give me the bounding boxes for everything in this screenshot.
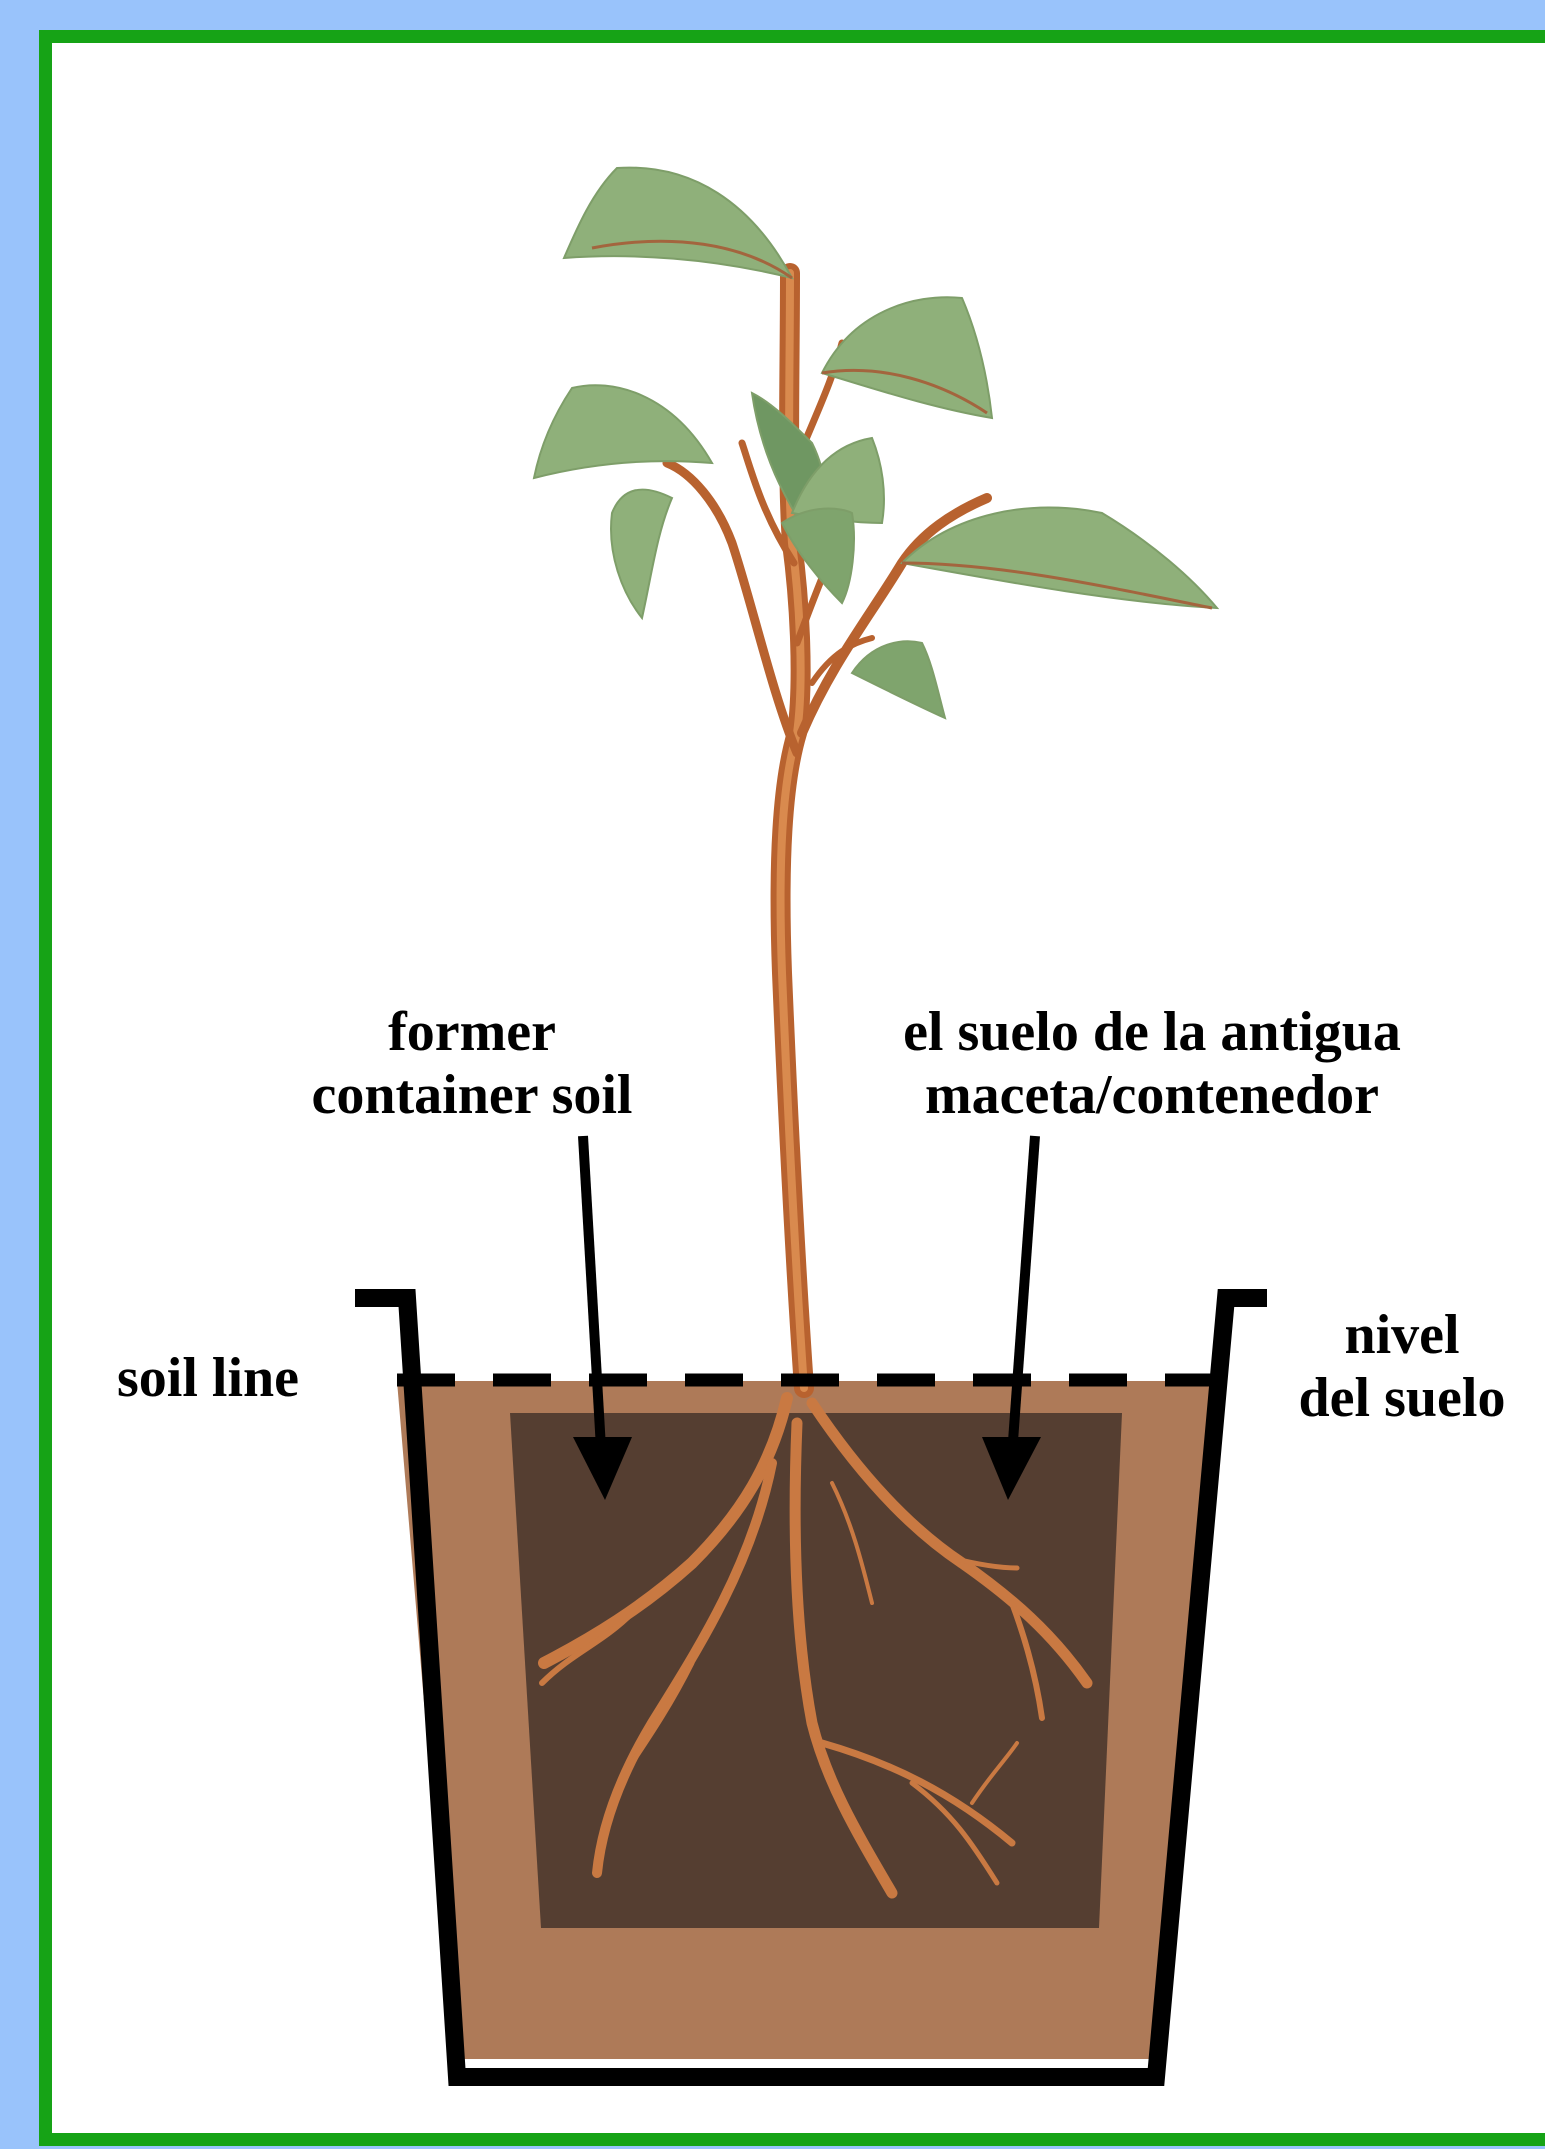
soil-line-label-es-line2: del suelo bbox=[1299, 1367, 1506, 1429]
former-container-soil bbox=[510, 1413, 1122, 1928]
diagram-frame: former container soil el suelo de la ant… bbox=[39, 30, 1545, 2146]
former-soil-label-en-line1: former bbox=[388, 1001, 556, 1063]
former-soil-label-es-line2: maceta/contenedor bbox=[925, 1064, 1379, 1126]
former-soil-label-es-line1: el suelo de la antigua bbox=[903, 1001, 1401, 1063]
leaf-top bbox=[562, 166, 794, 280]
pot-outline bbox=[355, 1289, 1267, 2086]
soil-line-label-es-line1: nivel bbox=[1344, 1304, 1459, 1366]
arrows bbox=[573, 1135, 1041, 1500]
plant-stem bbox=[662, 263, 992, 1398]
leaf-small-right bbox=[850, 640, 947, 720]
arrow-left-shaft bbox=[578, 1135, 608, 1484]
former-soil-label-en-line2: container soil bbox=[312, 1064, 633, 1126]
leaf-upper-right bbox=[820, 296, 994, 420]
arrow-right-head bbox=[982, 1437, 1041, 1500]
leaves bbox=[532, 166, 1220, 720]
arrow-right-shaft bbox=[1005, 1135, 1040, 1484]
repotting-diagram: former container soil el suelo de la ant… bbox=[117, 166, 1506, 2086]
leaf-center-lower bbox=[780, 507, 855, 605]
leaf-left bbox=[532, 384, 714, 480]
roots bbox=[538, 1392, 1093, 1899]
soil-line-label-en: soil line bbox=[117, 1347, 299, 1409]
leaf-right-large bbox=[899, 506, 1220, 610]
arrow-left-head bbox=[573, 1437, 632, 1500]
leaf-mid-left bbox=[610, 488, 674, 621]
